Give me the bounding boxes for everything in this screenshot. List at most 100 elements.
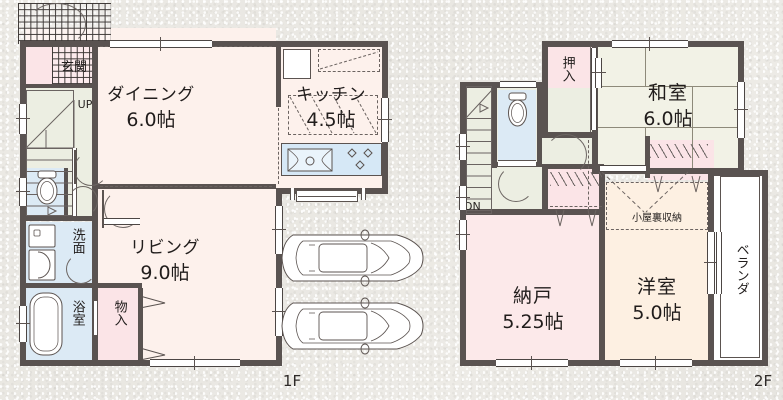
hall-2f-door-swing-icon: [545, 134, 587, 176]
toilet-1f-door-swing-icon: [68, 186, 98, 216]
kitchen-upper-cabinet-diagonal: [319, 51, 379, 70]
porch-door-swing-icon: [28, 3, 86, 46]
label-washitsu-size: 6.0帖: [643, 108, 693, 130]
toilet-1f-icon: [36, 170, 58, 205]
label-living: リビング: [130, 238, 200, 258]
window-nando-left-b-mullion: [456, 197, 470, 198]
kitchen-sink-icon: [287, 148, 333, 172]
refrigerator-icon: [283, 49, 311, 79]
window-washitsu-top-mullion: [649, 37, 650, 51]
kitchen-floor-cabinet: [288, 95, 378, 135]
window-toilet-left: [19, 178, 27, 206]
toilet-2f-icon: [508, 92, 527, 127]
window-hall-2f-left: [459, 134, 467, 160]
window-dining-top-mullion: [160, 37, 161, 51]
stairs-1f-direction-label: UP: [77, 98, 93, 111]
label-dining: ダイニング: [107, 85, 195, 105]
attic-storage-outline: [606, 182, 708, 230]
oshiire-divider: [590, 46, 591, 132]
wall-veranda-top: [714, 170, 768, 176]
kitchen-floor-cabinet-diagonals: [289, 96, 377, 134]
wall-closet-yoshitsu-left: [645, 136, 650, 178]
washitsu-sliding-door-icon: [601, 171, 689, 213]
floor-plan-2f: DN 小屋裏収納: [440, 0, 783, 400]
window-living-bottom-mullion: [194, 356, 195, 370]
window-nando-left-a: [459, 220, 467, 250]
window-washitsu-left: [595, 58, 602, 88]
wall-nando-top: [460, 209, 604, 215]
wall-storage-living: [138, 288, 143, 366]
living-door-swing-icon: [104, 190, 142, 228]
stairs-2f-treads: [466, 118, 492, 214]
wall-kitchen-dining: [276, 41, 281, 107]
window-kitchen-right: [381, 98, 389, 142]
window-dining-top: [110, 40, 212, 48]
wall-1f-top-right: [276, 41, 388, 47]
wall-2f-bottom: [460, 360, 714, 366]
wall-nando-right: [599, 168, 605, 366]
window-washitsu-top: [612, 40, 688, 48]
label-kitchen: キッチン: [296, 85, 366, 105]
window-washitsu-left-mullion: [592, 72, 606, 73]
wall-hall-2f-left-stub: [492, 82, 497, 168]
floor-label-2f: 2F: [753, 372, 773, 390]
kitchen-upper-cabinet: [318, 49, 380, 72]
label-bathroom: 浴室: [69, 300, 85, 326]
window-living-right-a-mullion: [272, 229, 286, 230]
window-veranda-left: [716, 232, 722, 294]
wall-toilet-bottom: [20, 216, 98, 221]
window-yoshitsu-veranda-door: [707, 232, 715, 294]
car-icon-2: [281, 297, 424, 355]
wall-veranda-bottom: [714, 360, 768, 366]
kitchen-stove-icon: [347, 148, 373, 170]
oshiire-door: [591, 48, 597, 130]
kitchen-door-rail: [298, 196, 356, 197]
living-door-leaf: [102, 190, 104, 228]
wall-hall-dining: [92, 41, 98, 216]
label-veranda: ベランダ: [733, 243, 749, 295]
closet-nando-dashline: [550, 206, 602, 207]
kitchen-door-jamb-right: [361, 188, 366, 200]
storage-1f-door-icon: [139, 295, 166, 361]
window-yoshitsu-veranda-mullion: [704, 262, 718, 263]
label-kitchen-size: 4.5帖: [306, 109, 356, 131]
label-storage-1f: 物入: [111, 300, 127, 326]
window-nando-bottom: [496, 359, 568, 367]
tatami-line-h1: [598, 86, 738, 87]
window-living-bottom: [150, 359, 240, 367]
window-toilet-left-mullion: [16, 191, 30, 192]
washroom-door-swing-icon: [66, 254, 96, 284]
window-washitsu-bottom-left: [600, 165, 646, 172]
window-stairs-left-mullion: [16, 118, 30, 119]
room-storage-1f: [98, 288, 142, 360]
floor-label-1f: 1F: [282, 372, 302, 390]
room-yoshitsu: [604, 182, 714, 360]
bathtub-icon: [29, 292, 63, 356]
genkan-tile-pattern: [52, 46, 98, 88]
label-yoshitsu-size: 5.0帖: [632, 302, 682, 324]
wall-2f-oshiire-left: [542, 41, 548, 138]
wall-toilet-2f-right: [537, 82, 542, 167]
toilet-2f-door-swing-icon: [498, 166, 534, 202]
label-nando: 納戸: [512, 285, 553, 307]
hall-door-swing-icon: [74, 152, 108, 186]
closet-yoshitsu-door-icon: [653, 175, 701, 193]
label-oshiire: 押入: [559, 56, 575, 82]
wall-washroom-bath: [20, 283, 142, 288]
window-washroom-top: [104, 218, 140, 225]
window-hall-2f-left-mullion: [456, 146, 470, 147]
wall-veranda-right: [762, 170, 768, 366]
window-nando-left-b: [459, 186, 467, 210]
window-living-right-b: [275, 288, 283, 336]
tatami-line-h2: [598, 127, 738, 128]
closet-yoshitsu-hatch: [650, 144, 708, 158]
label-washroom: 洗面: [69, 228, 85, 254]
hall-door-leaf: [74, 150, 76, 184]
wall-1f-right-mid: [276, 188, 282, 366]
window-living-right-b-mullion: [272, 311, 286, 312]
wall-genkan-hall: [26, 84, 92, 88]
tatami-line-v1: [645, 46, 646, 86]
window-washitsu-right-mullion: [734, 109, 748, 110]
window-nando-left-a-mullion: [456, 234, 470, 235]
label-genkan: 玄関: [60, 60, 87, 75]
